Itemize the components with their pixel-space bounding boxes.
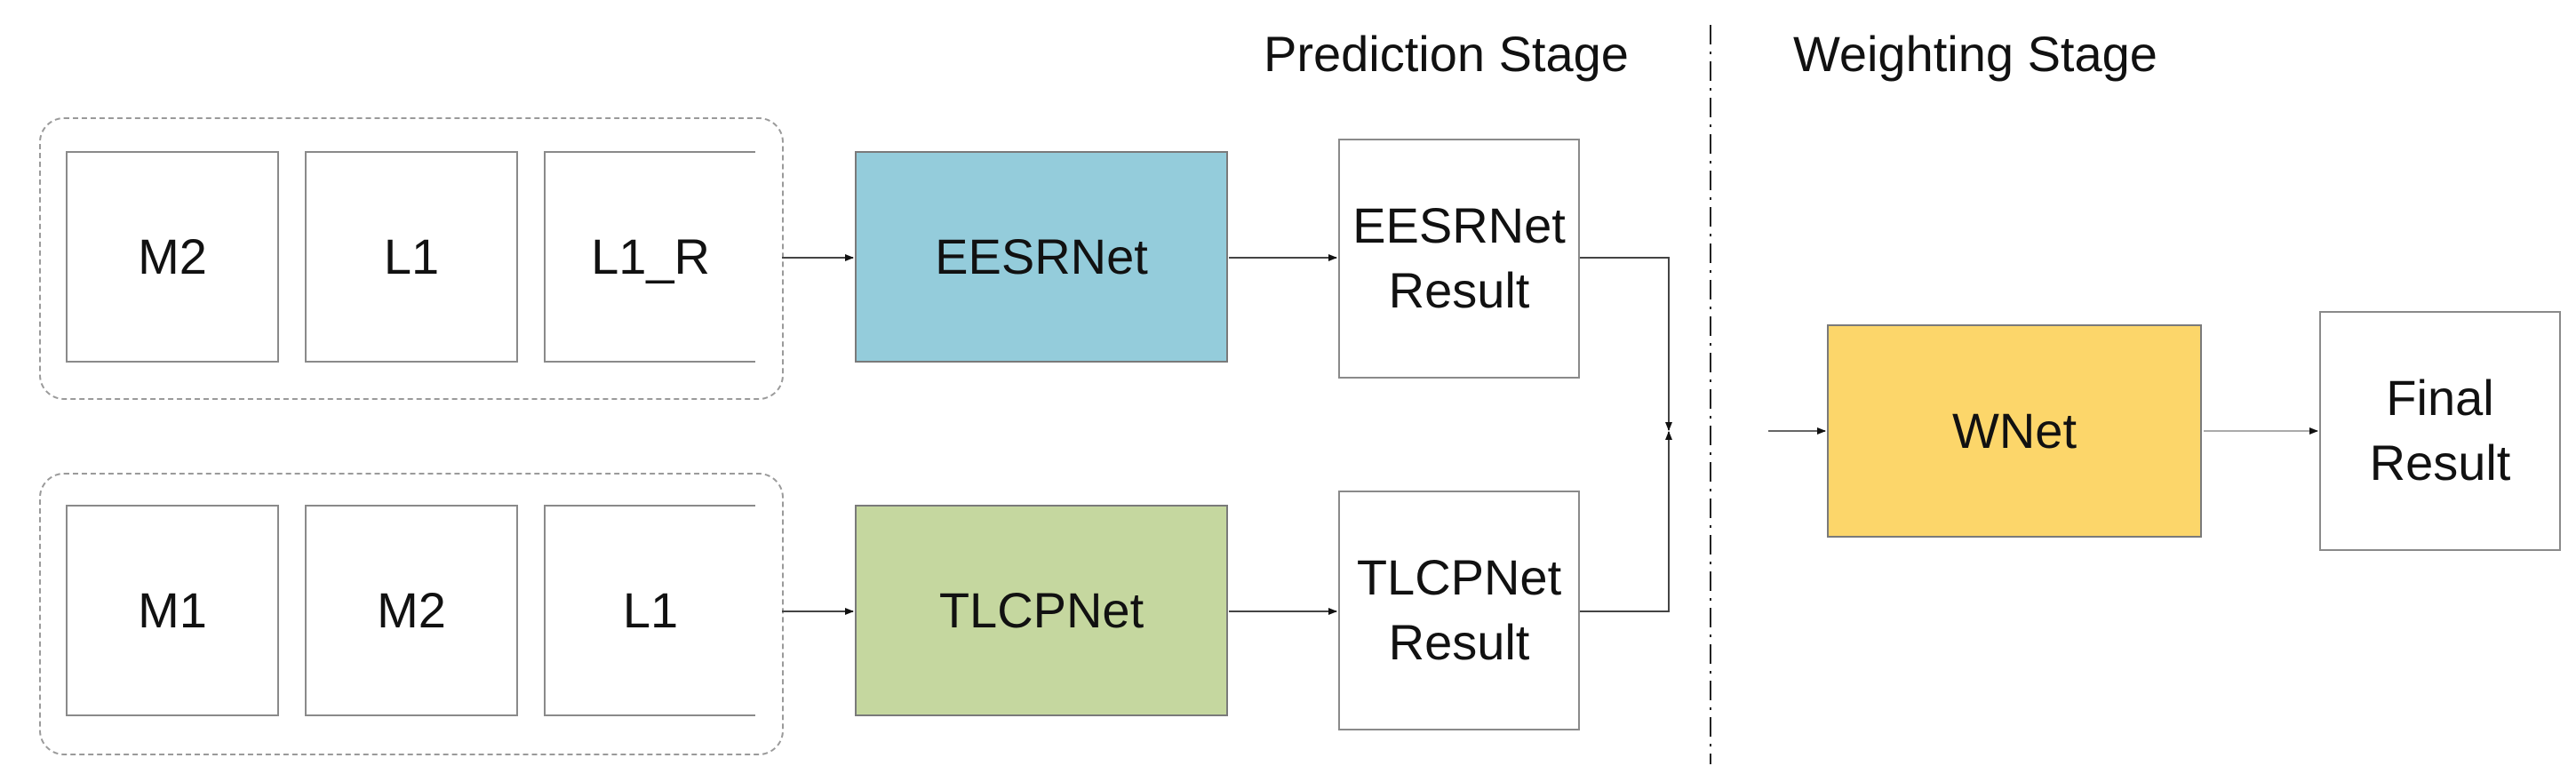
top-input-m2: M2	[66, 151, 279, 363]
bottom-input-l1: L1	[544, 505, 755, 716]
bottom-input-m2: M2	[305, 505, 518, 716]
bottom-input-group	[39, 473, 784, 755]
bottom-input-m1: M1	[66, 505, 279, 716]
final-result-box: Final Result	[2319, 311, 2561, 551]
prediction-stage-title: Prediction Stage	[1264, 26, 1629, 82]
weighting-stage-title: Weighting Stage	[1793, 26, 2157, 82]
top-input-l1-r: L1_R	[544, 151, 755, 363]
eesrnet-block: EESRNet	[855, 151, 1228, 363]
tlcpnet-result-box: TLCPNet Result	[1338, 491, 1580, 730]
eesrnet-result-box: EESRNet Result	[1338, 139, 1580, 379]
eesrnet-result-merge-line	[1580, 257, 1672, 431]
tlcpnet-result-merge-line	[1580, 431, 1672, 612]
top-input-l1: L1	[305, 151, 518, 363]
wnet-block: WNet	[1827, 324, 2202, 538]
tlcpnet-block: TLCPNet	[855, 505, 1228, 716]
